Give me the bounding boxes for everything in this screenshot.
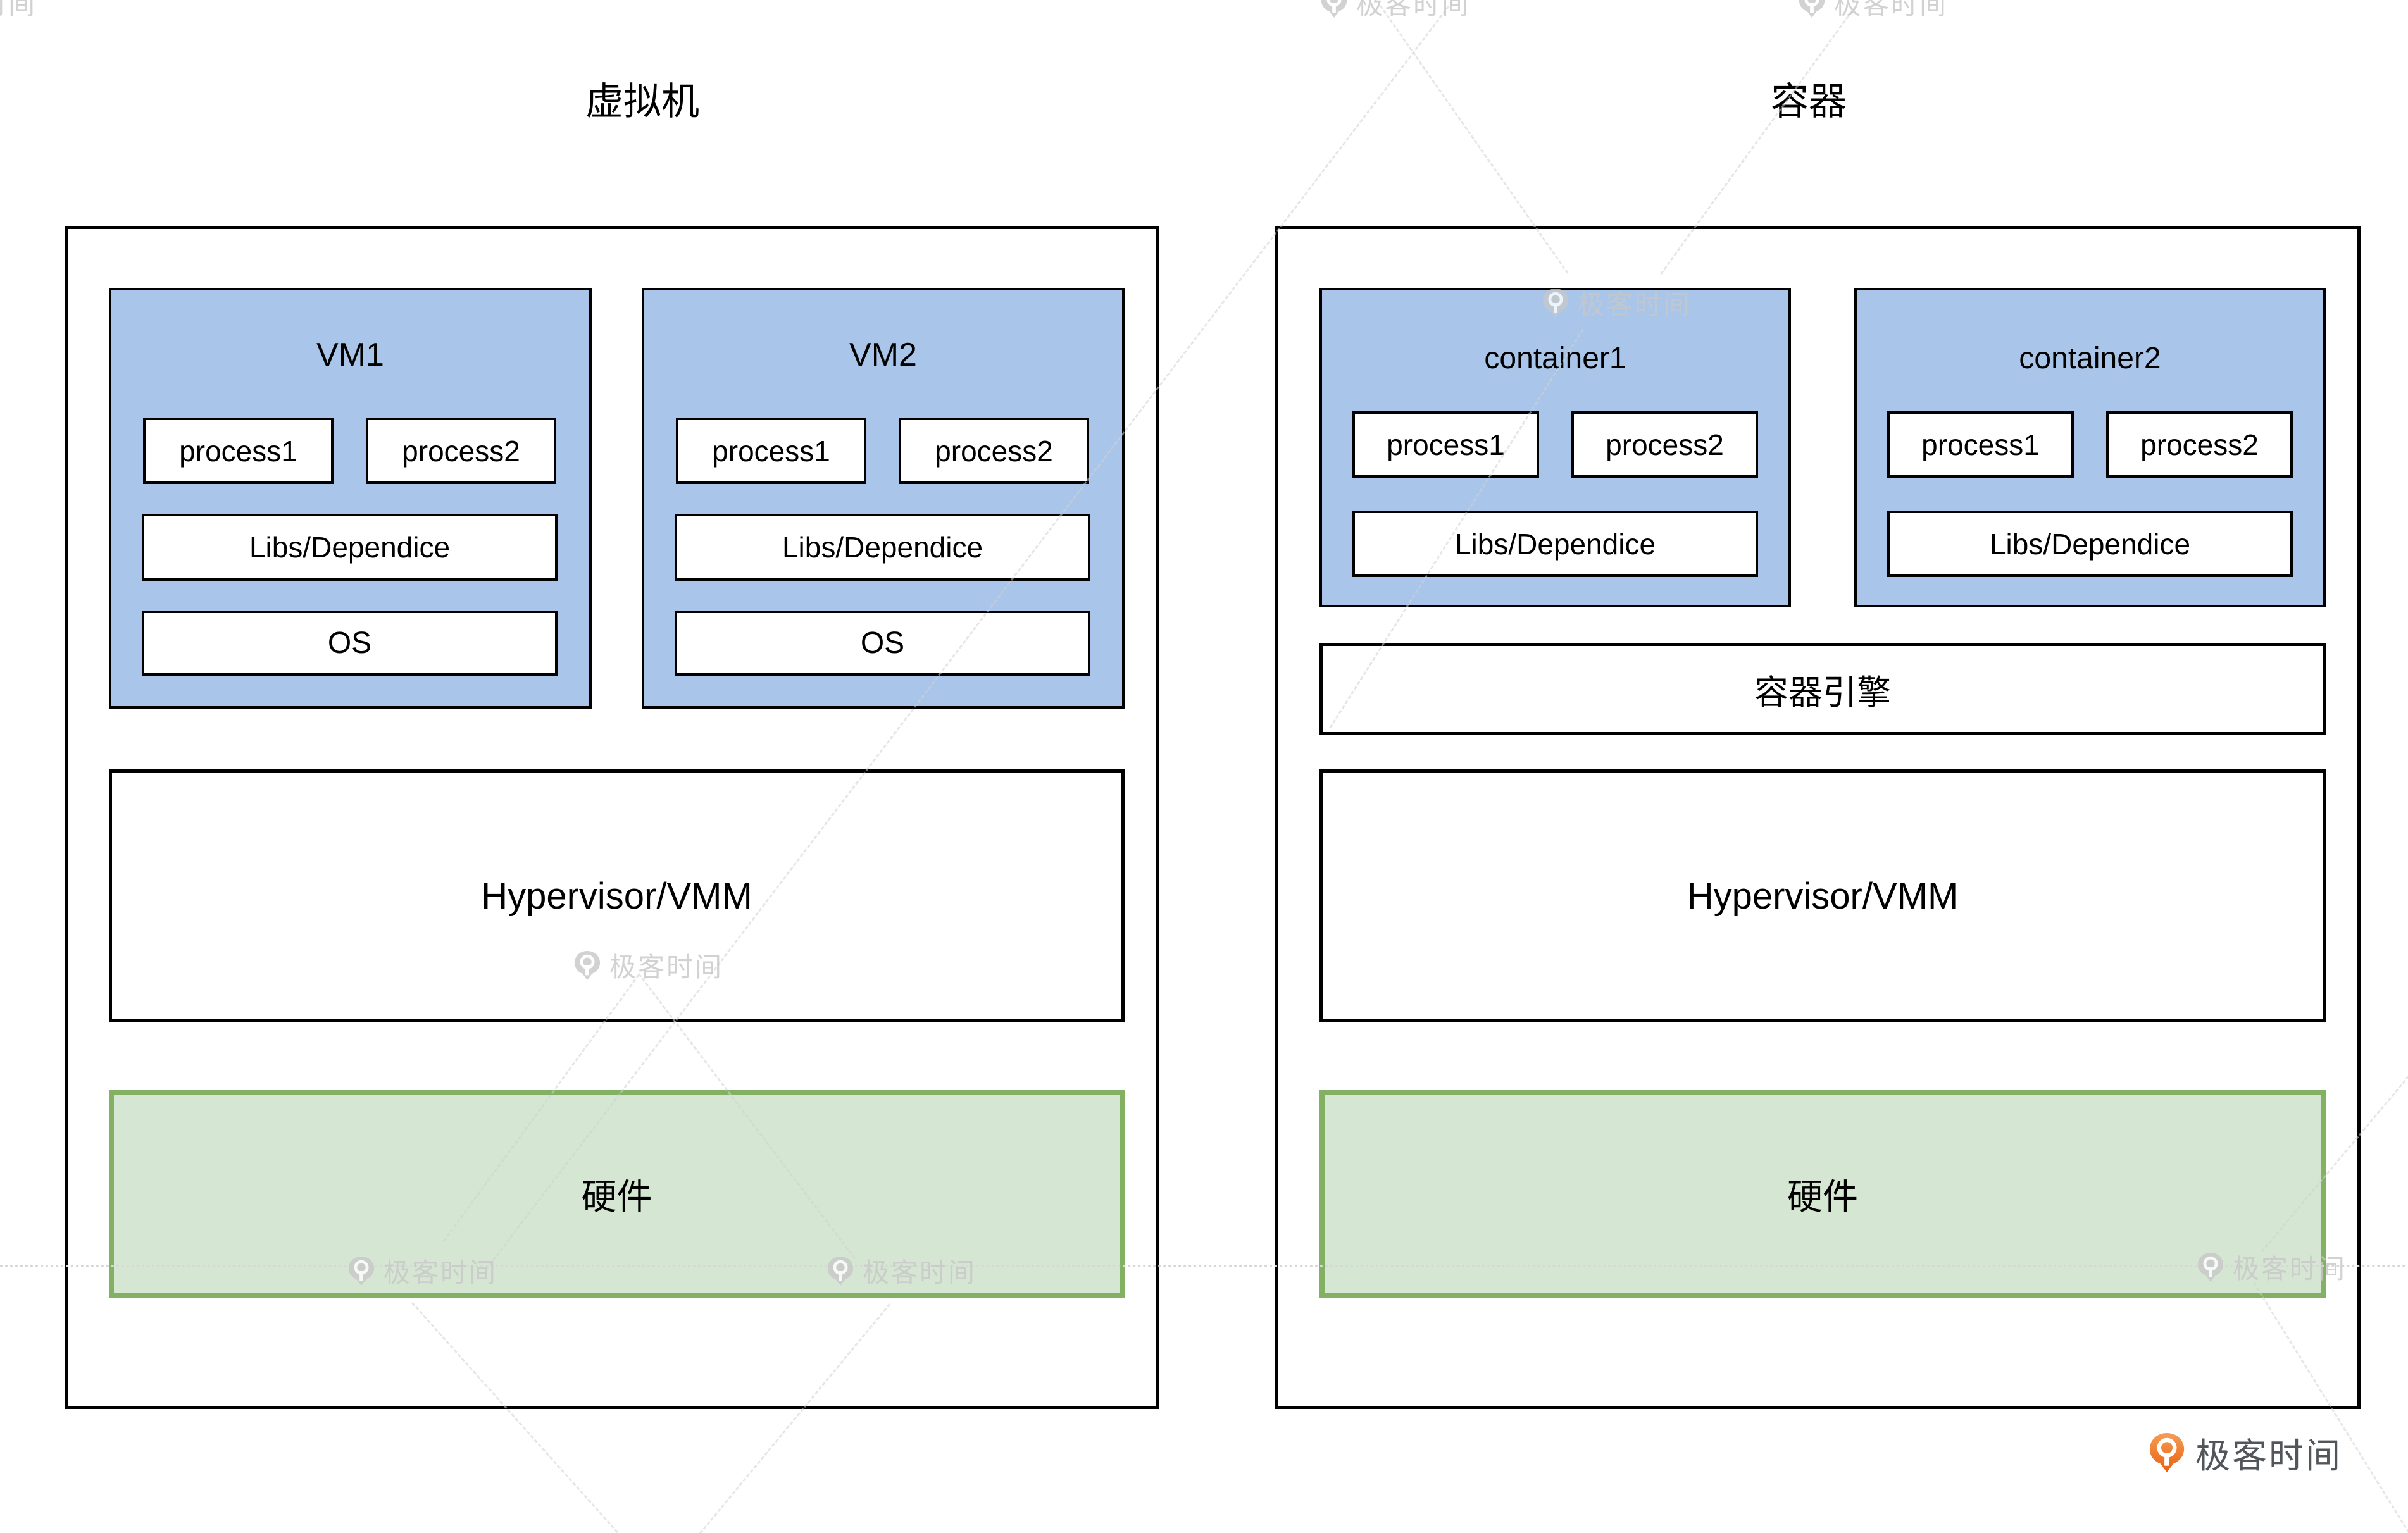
left-panel-title: 虚拟机: [585, 80, 699, 123]
vm1-box: VM1 process1 process2 Libs/Dependice OS: [109, 288, 592, 709]
container2-box: container2 process1 process2 Libs/Depend…: [1854, 288, 2326, 607]
watermark-text: 极客时间: [2233, 1254, 2347, 1284]
geektime-logo-icon: [573, 950, 602, 981]
container2-process1-box: process1: [1887, 411, 2074, 478]
container1-process1-box: process1: [1352, 411, 1539, 478]
vm-hypervisor-box: Hypervisor/VMM: [109, 769, 1125, 1022]
watermark-text: 极客时间: [863, 1258, 977, 1288]
vm1-process1-box: process1: [143, 418, 334, 484]
vm1-libs-box: Libs/Dependice: [142, 514, 558, 581]
container-hypervisor-box: Hypervisor/VMM: [1319, 769, 2326, 1022]
container1-label: container1: [1484, 342, 1626, 375]
geektime-logo-icon: [2196, 1251, 2225, 1283]
geektime-logo-icon: [826, 1255, 855, 1287]
vm1-process2-box: process2: [366, 418, 556, 484]
watermark: 极客时间: [573, 946, 723, 984]
vm2-label: VM2: [849, 337, 917, 373]
vm2-libs-box: Libs/Dependice: [675, 514, 1090, 581]
vm2-process1-box: process1: [676, 418, 866, 484]
watermark: 极客时间: [826, 1251, 976, 1290]
container-engine-box: 容器引擎: [1319, 643, 2326, 735]
geektime-logo-icon: [1319, 0, 1349, 19]
container1-process2-box: process2: [1571, 411, 1758, 478]
watermark: 极客时间: [347, 1251, 497, 1290]
watermark: 极客时间: [2196, 1248, 2347, 1286]
geektime-logo-icon: [2147, 1431, 2187, 1474]
container1-libs-box: Libs/Dependice: [1352, 511, 1758, 577]
container2-libs-box: Libs/Dependice: [1887, 511, 2293, 577]
watermark-text: 极客时间: [1834, 0, 1949, 20]
watermark-text: 极客时间: [0, 0, 37, 20]
container2-process2-box: process2: [2106, 411, 2293, 478]
watermark-text: 极客时间: [609, 952, 724, 982]
watermark: 极客时间: [1319, 0, 1470, 22]
watermark: 极客时间: [1797, 0, 1948, 22]
geektime-brand: 极客时间: [2147, 1427, 2342, 1478]
container1-box: container1 process1 process2 Libs/Depend…: [1319, 288, 1791, 607]
watermark-dotted-line: [0, 1265, 2408, 1267]
container2-label: container2: [2019, 342, 2161, 375]
watermark-text: 极客时间: [1578, 290, 1692, 320]
container-hardware-box: 硬件: [1319, 1090, 2326, 1298]
brand-label: 极客时间: [2195, 1436, 2343, 1475]
vm1-os-box: OS: [142, 611, 558, 676]
geektime-logo-icon: [1797, 0, 1826, 19]
vm-hardware-box: 硬件: [109, 1090, 1125, 1298]
watermark: 极客时间: [1541, 283, 1692, 322]
geektime-logo-icon: [347, 1255, 376, 1287]
vm2-box: VM2 process1 process2 Libs/Dependice OS: [642, 288, 1125, 709]
right-panel-title: 容器: [1771, 80, 1847, 123]
watermark: 极客时间: [0, 0, 37, 22]
watermark-text: 极客时间: [1356, 0, 1471, 20]
vm2-process2-box: process2: [899, 418, 1089, 484]
watermark-text: 极客时间: [384, 1258, 498, 1288]
geektime-logo-icon: [1541, 287, 1570, 319]
vm1-label: VM1: [316, 337, 384, 373]
vm2-os-box: OS: [675, 611, 1090, 676]
